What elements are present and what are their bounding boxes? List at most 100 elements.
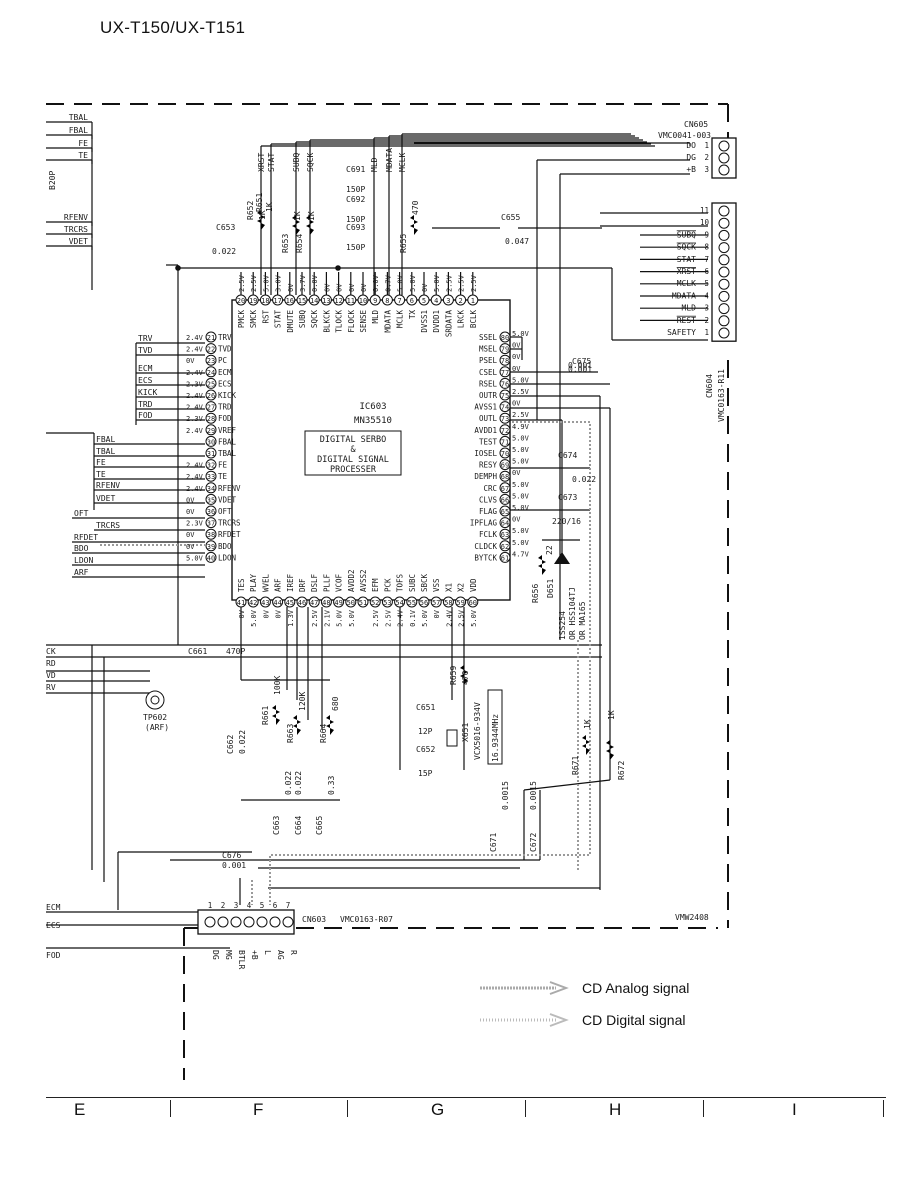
pin-59: [455, 596, 467, 608]
pin-5: [418, 294, 430, 306]
pin-name: ARF: [274, 578, 283, 592]
pin-35: [205, 493, 217, 505]
pin-number: 16: [286, 297, 294, 305]
pin-37: [205, 517, 217, 529]
component-ref: R655: [399, 234, 408, 253]
pin-62: [499, 540, 511, 552]
component-ref: C655: [501, 213, 520, 222]
pin-number: 13: [322, 297, 330, 305]
cn603-pin-label: AG: [276, 950, 285, 960]
pin-voltage: 0V: [512, 342, 521, 350]
pin-number: 8: [704, 243, 709, 252]
pin-voltage: 0V: [186, 357, 195, 365]
net-label: VDET: [96, 494, 115, 503]
pin-number: 40: [207, 554, 215, 562]
net-label: RV: [46, 683, 56, 692]
pin-voltage: 5.0V: [186, 554, 204, 562]
component-value: 220/16: [552, 517, 581, 526]
pin-name: TOFS: [396, 573, 405, 592]
pin-68: [499, 470, 511, 482]
cn605-contact: [718, 140, 730, 152]
component-ref: R659: [449, 666, 458, 685]
pin-55: [406, 596, 418, 608]
cn603-contact: [217, 916, 229, 928]
pin-number: 24: [207, 369, 215, 377]
pin-number: 3: [234, 901, 239, 910]
cn604-contact: [718, 229, 730, 241]
pin-name: CLDCK: [474, 542, 497, 551]
pin-39: [205, 540, 217, 552]
pin-43: [259, 596, 271, 608]
pin-number: 7: [397, 297, 401, 305]
pin-name: MLD: [371, 310, 380, 324]
component-ref: C674: [558, 451, 577, 460]
component-value: 0.001: [222, 861, 246, 870]
pin-voltage: 0V: [275, 609, 283, 618]
legend-digital-label: CD Digital signal: [582, 1012, 686, 1028]
cn603-contact: [256, 916, 268, 928]
component-ref: C663: [272, 816, 281, 835]
resistor: [257, 185, 265, 255]
cn604-ref: CN604: [705, 374, 714, 398]
pin-18: [259, 294, 271, 306]
cn603-ref: CN603: [302, 915, 326, 924]
pin-number: 46: [298, 599, 306, 607]
pin-voltage: 5.0V: [512, 434, 530, 442]
component-value: 0.022: [294, 771, 303, 795]
component-value: 0.022: [212, 247, 236, 256]
pin-number: 10: [359, 297, 367, 305]
pin-label: STAT: [677, 255, 696, 264]
pin-name: IPFLAG: [470, 519, 498, 528]
pin-number: 32: [207, 462, 215, 470]
cn604-part: VMC0163-R11: [717, 369, 726, 422]
pin-name: DSLF: [310, 573, 319, 592]
net-label: SUBQ: [292, 153, 301, 172]
pin-name: ECM: [218, 368, 232, 377]
component-ref: R656: [531, 584, 540, 603]
pin-name: BYTCK: [474, 553, 497, 562]
pin-29: [205, 424, 217, 436]
pin-name: TEST: [479, 437, 498, 446]
pin-number: 3: [446, 297, 450, 305]
pin-label: REST: [677, 316, 696, 325]
pin-name: X2: [457, 583, 466, 592]
pin-number: 51: [359, 599, 367, 607]
pin-name: TRCRS: [218, 519, 241, 528]
pin-number: 74: [501, 404, 509, 412]
pin-34: [205, 482, 217, 494]
pin-voltage: 0V: [262, 609, 270, 618]
pin-name: DEMPH: [474, 472, 497, 481]
pin-number: 4: [704, 291, 709, 300]
pin-76: [499, 377, 511, 389]
cn604-contact: [718, 290, 730, 302]
pin-name: PC: [218, 356, 227, 365]
pin-78: [499, 354, 511, 366]
component-value: 0.0015: [529, 781, 538, 810]
net-label: TRCRS: [96, 521, 120, 530]
pin-64: [499, 517, 511, 529]
pin-name: KICK: [218, 391, 237, 400]
crystal-icon: [446, 729, 458, 747]
component-ref: C672: [529, 833, 538, 852]
pin-number: 1: [471, 297, 475, 305]
pin-voltage: 2.5V: [470, 274, 478, 292]
cn605-contact: [718, 152, 730, 164]
pin-number: 23: [207, 357, 215, 365]
pin-number: 3: [704, 165, 709, 174]
pin-name: MSEL: [479, 345, 498, 354]
pin-voltage: 2.4V: [186, 462, 204, 470]
pin-13: [320, 294, 332, 306]
connectors: 1DO2DG3+BCN605VMC0041-00311109SUBQ8SQCK7…: [197, 120, 737, 969]
pin-name: TVD: [218, 345, 232, 354]
net-label: FOD: [46, 951, 61, 960]
pin-number: 9: [373, 297, 377, 305]
pin-75: [499, 389, 511, 401]
pin-name: OUTL: [479, 414, 498, 423]
pin-number: 6: [273, 901, 278, 910]
net-label: ARF: [74, 568, 89, 577]
pin-41: [235, 596, 247, 608]
pin-name: LDON: [218, 553, 236, 562]
diode-alt: OR HSS104TJ: [568, 587, 577, 640]
cn603-contact: [243, 916, 255, 928]
legend-digital: CD Digital signal: [478, 1012, 685, 1028]
